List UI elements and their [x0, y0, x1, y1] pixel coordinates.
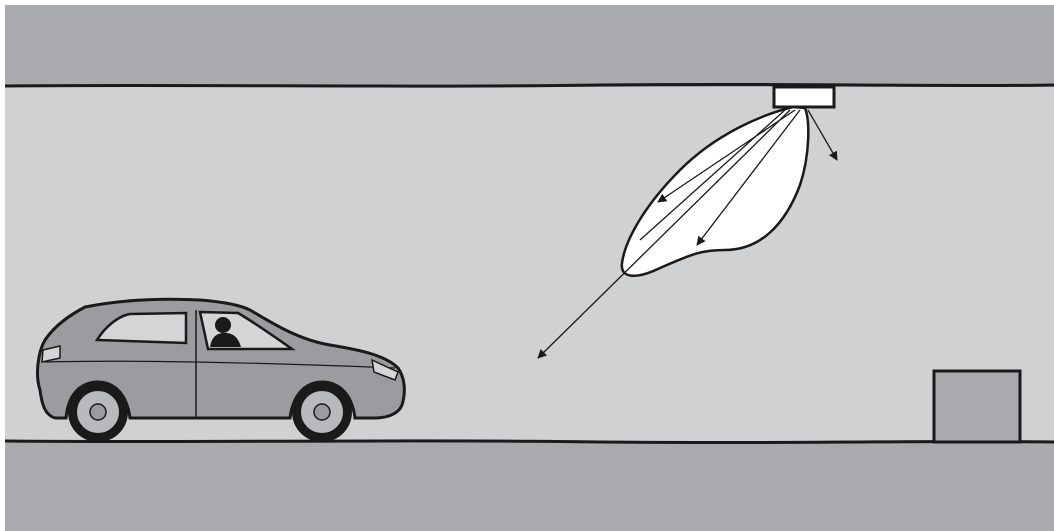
luminaire	[774, 87, 834, 107]
rear-wheel	[68, 382, 128, 442]
ceiling-edge-line	[5, 84, 1054, 86]
obstacle-box	[934, 371, 1020, 442]
ceiling	[5, 5, 1054, 87]
front-wheel	[292, 382, 352, 442]
road	[5, 442, 1054, 531]
road-edge-line	[5, 441, 1054, 443]
